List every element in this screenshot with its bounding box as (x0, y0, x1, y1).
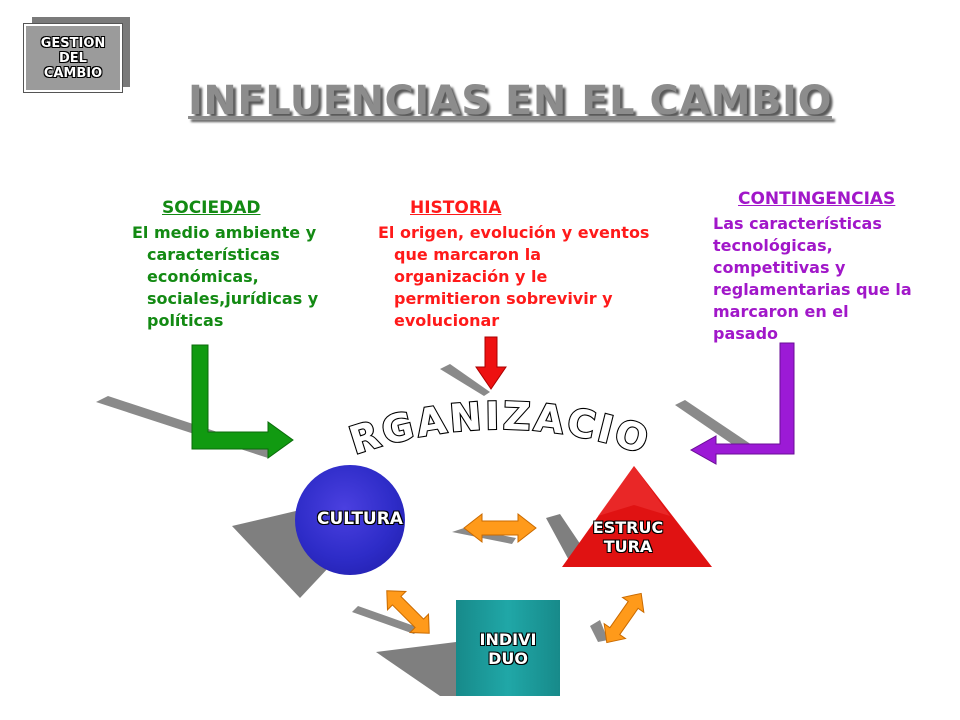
badge-line: CAMBIO (43, 65, 103, 81)
estructura-triangle (562, 466, 712, 567)
horizontal-arrow-shadow (452, 528, 516, 544)
individuo-label-line: INDIVI (479, 630, 537, 649)
cultura-circle (295, 465, 405, 575)
left-diag-arrow-shadow (352, 606, 420, 634)
estructura-label: ESTRUC TURA (578, 518, 678, 556)
cultura-label: CULTURA (317, 509, 403, 529)
historia-text: El origen, evolución y eventos que marca… (378, 223, 650, 330)
individuo-box (456, 600, 560, 696)
individuo-label: INDIVI DUO (456, 630, 560, 668)
historia-header: HISTORIA (410, 198, 502, 218)
badge-line: GESTION (40, 35, 106, 51)
individuo-label-line: DUO (488, 649, 528, 668)
cultura-individuo-double-arrow (386, 590, 430, 634)
contingencias-arrow-shadow (675, 400, 755, 453)
sociedad-header: SOCIEDAD (162, 198, 261, 218)
estructura-label-line: TURA (603, 537, 653, 556)
historia-arrow (475, 336, 507, 390)
contingencias-arrow (689, 342, 795, 465)
badge-line: DEL (59, 50, 87, 66)
sociedad-text: El medio ambiente y características econ… (132, 223, 319, 330)
section-badge: GESTION DEL CAMBIO (24, 24, 122, 92)
individuo-shadow (376, 642, 456, 696)
historia-arrow-shadow (440, 364, 490, 396)
contingencias-header: CONTINGENCIAS (738, 189, 896, 209)
right-diag-arrow-shadow (590, 620, 608, 642)
contingencias-text: Las características tecnológicas, compet… (713, 214, 912, 343)
page-title: INFLUENCIAS EN EL CAMBIO (188, 78, 832, 124)
organizacion-label: ORGANIZACION (340, 395, 654, 464)
cultura-estructura-double-arrow (463, 512, 537, 544)
sociedad-arrow (191, 344, 294, 459)
estructura-label-line: ESTRUC (592, 518, 664, 537)
estructura-triangle-highlight (598, 466, 670, 516)
estructura-individuo-double-arrow (603, 592, 645, 644)
